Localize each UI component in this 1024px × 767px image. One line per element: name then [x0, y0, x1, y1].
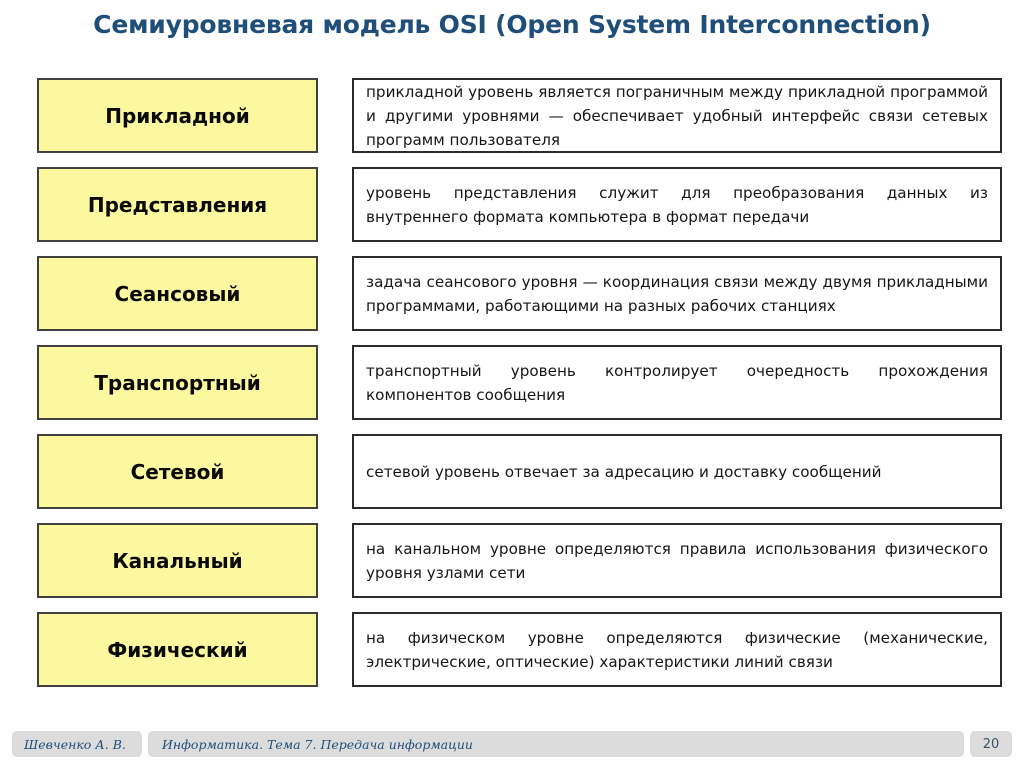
layer-description-box: на физическом уровне определяются физиче…	[352, 612, 1002, 687]
row-spacer	[37, 420, 1002, 434]
layer-description-box: прикладной уровень является пограничным …	[352, 78, 1002, 153]
layer-name-box[interactable]: Канальный	[37, 523, 318, 598]
column-gap	[318, 612, 352, 687]
column-gap	[318, 434, 352, 509]
row-spacer	[37, 153, 1002, 167]
table-row: Прикладной прикладной уровень является п…	[37, 78, 1002, 153]
layer-description-text: на физическом уровне определяются физиче…	[366, 628, 988, 671]
column-gap	[318, 523, 352, 598]
table-row: Физический на физическом уровне определя…	[37, 612, 1002, 687]
layer-description-box: сетевой уровень отвечает за адресацию и …	[352, 434, 1002, 509]
table-row: Сеансовый задача сеансового уровня — коо…	[37, 256, 1002, 331]
layer-name-box[interactable]: Сетевой	[37, 434, 318, 509]
footer-author: Шевченко А. В.	[12, 731, 142, 757]
layer-name-box[interactable]: Сеансовый	[37, 256, 318, 331]
layer-description-text: сетевой уровень отвечает за адресацию и …	[366, 462, 882, 481]
layer-name-box[interactable]: Представления	[37, 167, 318, 242]
layer-name-box[interactable]: Транспортный	[37, 345, 318, 420]
footer-page-number: 20	[970, 731, 1012, 757]
table-row: Канальный на канальном уровне определяют…	[37, 523, 1002, 598]
layer-name-box[interactable]: Прикладной	[37, 78, 318, 153]
footer-topic: Информатика. Тема 7. Передача информации	[148, 731, 964, 757]
row-spacer	[37, 598, 1002, 612]
table-row: Представления уровень представления служ…	[37, 167, 1002, 242]
page-title: Семиуровневая модель OSI (Open System In…	[93, 10, 931, 39]
row-spacer	[37, 242, 1002, 256]
osi-model-table: Прикладной прикладной уровень является п…	[37, 78, 1002, 687]
table-row: Сетевой сетевой уровень отвечает за адре…	[37, 434, 1002, 509]
row-spacer	[37, 509, 1002, 523]
layer-description-text: уровень представления служит для преобра…	[366, 183, 988, 226]
layer-description-box: транспортный уровень контролирует очеред…	[352, 345, 1002, 420]
layer-name-box[interactable]: Физический	[37, 612, 318, 687]
row-spacer	[37, 331, 1002, 345]
slide-footer: Шевченко А. В. Информатика. Тема 7. Пере…	[0, 731, 1024, 757]
layer-description-text: на канальном уровне определяются правила…	[366, 539, 988, 582]
layer-description-box: на канальном уровне определяются правила…	[352, 523, 1002, 598]
layer-description-box: уровень представления служит для преобра…	[352, 167, 1002, 242]
layer-description-box: задача сеансового уровня — координация с…	[352, 256, 1002, 331]
column-gap	[318, 345, 352, 420]
table-row: Транспортный транспортный уровень контро…	[37, 345, 1002, 420]
layer-description-text: задача сеансового уровня — координация с…	[366, 272, 988, 315]
layer-description-text: транспортный уровень контролирует очеред…	[366, 361, 988, 404]
column-gap	[318, 256, 352, 331]
column-gap	[318, 78, 352, 153]
layer-description-text: прикладной уровень является пограничным …	[366, 82, 988, 149]
column-gap	[318, 167, 352, 242]
